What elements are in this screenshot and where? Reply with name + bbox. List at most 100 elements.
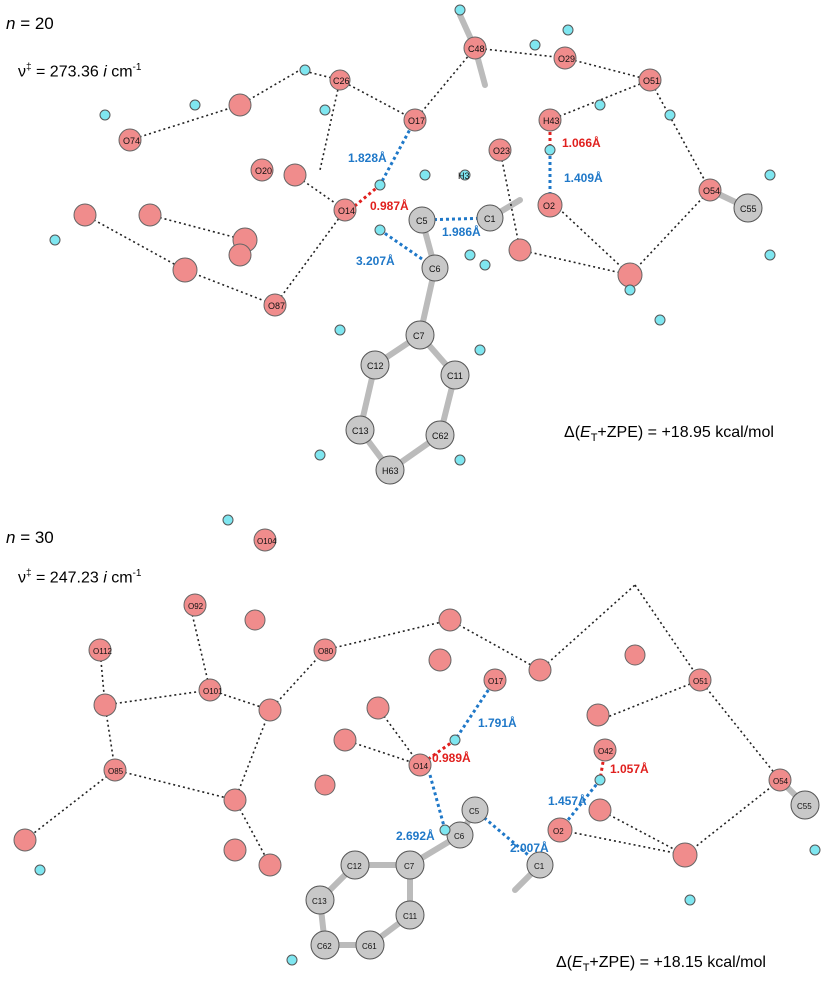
atom-O86 <box>73 203 97 227</box>
atom-H57 <box>764 249 776 261</box>
atom-H60b <box>314 449 326 461</box>
atom-label: O29 <box>558 54 575 64</box>
atom-label: C13 <box>352 426 369 436</box>
panel-n30-energy-label: Δ(ET+ZPE) = +18.15 kcal/mol <box>556 954 766 974</box>
atom-label: C62 <box>432 431 449 441</box>
atom-O38 <box>228 93 252 117</box>
atom-label: O14 <box>413 762 429 771</box>
atom-O51 <box>638 68 662 92</box>
atom-label: O54 <box>703 186 720 196</box>
atom-O29 <box>553 46 577 70</box>
atom-H63 <box>474 344 486 356</box>
atom-label: O101 <box>203 687 223 696</box>
atom-O35 <box>283 163 307 187</box>
molecule-n30: 1.791Å 0.989Å 2.692Å 2.007Å 1.057Å 1.457… <box>13 514 821 966</box>
atom-C13 <box>305 885 335 915</box>
atom-label: C6 <box>454 832 465 841</box>
atom-O101 <box>198 678 222 702</box>
atoms <box>49 4 776 485</box>
energy-suffix: +ZPE) = +18.95 kcal/mol <box>597 424 774 441</box>
atom-O42 <box>593 738 617 762</box>
panel-n30: n = 30 ν‡ = 247.23 i cm-1 Δ(ET+ZPE) = +1… <box>0 490 834 982</box>
atom-label: O17 <box>488 677 504 686</box>
atom-O83 <box>138 203 162 227</box>
atom-O2 <box>547 817 573 843</box>
atom-label: C7 <box>404 862 415 871</box>
atom-C5 <box>461 796 489 824</box>
atom-H47 <box>654 314 666 326</box>
atom-label: O2 <box>553 827 564 836</box>
atom-O23 <box>488 138 512 162</box>
atom-H60 <box>624 284 636 296</box>
atom-O101b <box>428 648 452 672</box>
n-symbol: n <box>6 528 16 547</box>
atom-label: C61 <box>362 942 377 951</box>
atom-label: H3 <box>458 171 470 181</box>
atom-label: C12 <box>347 862 362 871</box>
atom-H39 <box>189 99 201 111</box>
atom-H31 <box>529 39 541 51</box>
atom-label: O23 <box>493 146 510 156</box>
atom-H15 <box>449 734 461 746</box>
atom-label: H43 <box>543 116 560 126</box>
atom-label: O14 <box>338 206 355 216</box>
atom-O14 <box>408 753 432 777</box>
atom-label: C1 <box>534 862 545 871</box>
atom-label: O104 <box>257 537 277 546</box>
atom-C1 <box>476 204 504 232</box>
atom-H28 <box>299 64 311 76</box>
atom-O48 <box>528 658 552 682</box>
n-value: = 20 <box>20 14 54 33</box>
atom-label: C5 <box>469 807 480 816</box>
atom-C62 <box>310 930 340 960</box>
atom-O17 <box>483 668 507 692</box>
nu-value: = 273.36 <box>36 63 99 81</box>
n-symbol: n <box>6 14 16 33</box>
atom-O26 <box>438 608 462 632</box>
atom-C48 <box>463 36 487 60</box>
atom-H50 <box>454 4 466 16</box>
atom-O77 <box>263 293 287 317</box>
atom-O107 <box>93 693 117 717</box>
atom-label: H63 <box>382 466 399 476</box>
atom-O85 <box>103 758 127 782</box>
panel-n20-size-label: n = 20 <box>6 14 54 34</box>
atom-O54 <box>768 768 792 792</box>
atom-C6 <box>421 254 449 282</box>
atom-label: O51 <box>693 677 709 686</box>
distance-labels: 1.791Å 0.989Å 2.692Å 2.007Å 1.057Å 1.457… <box>396 715 649 855</box>
n-value: = 30 <box>20 528 54 547</box>
atom-label: C11 <box>403 912 418 921</box>
distance-label: 1.066Å <box>562 135 601 150</box>
atom-H43 <box>544 144 556 156</box>
atom-H52 <box>664 109 676 121</box>
atom-H100 <box>34 864 46 876</box>
atom-label: C62 <box>317 942 332 951</box>
atom-H119 <box>222 514 234 526</box>
atom-O17 <box>403 108 427 132</box>
distance-label: 0.989Å <box>432 750 471 765</box>
distance-labels: 1.828Å 0.987Å 1.986Å 3.207Å 1.066Å 1.409… <box>348 135 603 268</box>
atom-C55 <box>790 790 820 820</box>
nu-unit: cm <box>111 569 133 587</box>
panel-n20: n = 20 ν‡ = 273.36 i cm-1 Δ(ET+ZPE) = +1… <box>0 0 834 490</box>
atom-H44 <box>594 99 606 111</box>
energy-sub: T <box>582 962 590 975</box>
atom-O74 <box>244 609 266 631</box>
atom-C62 <box>375 455 405 485</box>
atom-O2 <box>537 192 563 218</box>
atom-label: O74 <box>123 136 140 146</box>
atom-H57 <box>809 844 821 856</box>
atom-label: O42 <box>598 747 614 756</box>
distance-label: 3.207Å <box>356 253 395 268</box>
atom-O42 <box>538 108 562 132</box>
atom-label: C12 <box>367 361 384 371</box>
atom-O104 <box>253 528 277 552</box>
atom-C5 <box>408 206 436 234</box>
atom-label: C7 <box>413 331 425 341</box>
energy-prefix: Δ( <box>564 424 581 441</box>
atom-O51 <box>688 668 712 692</box>
atom-O32 <box>588 798 612 822</box>
atom-labels: C1 O2 H3 C5 C6 C7 C11 C12 C13 O14 O17 O2… <box>123 44 757 476</box>
atom-label: C1 <box>484 214 496 224</box>
